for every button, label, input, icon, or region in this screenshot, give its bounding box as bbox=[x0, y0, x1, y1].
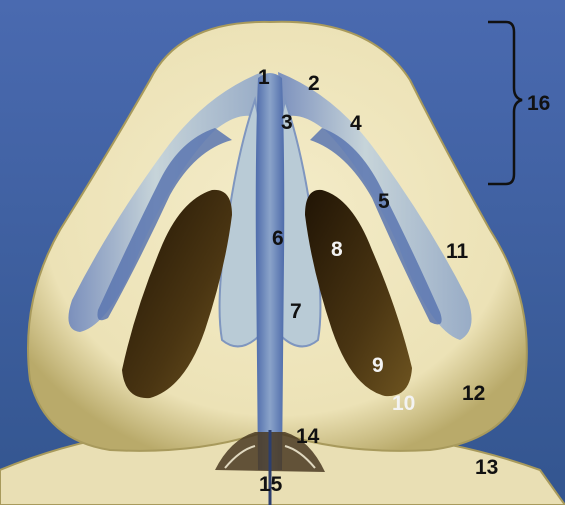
label-3: 3 bbox=[281, 111, 293, 134]
label-12: 12 bbox=[462, 382, 485, 405]
label-2: 2 bbox=[308, 72, 320, 95]
label-16: 16 bbox=[527, 92, 550, 115]
label-1: 1 bbox=[258, 66, 270, 89]
label-8: 8 bbox=[331, 238, 343, 261]
label-7: 7 bbox=[290, 300, 302, 323]
label-15: 15 bbox=[259, 473, 283, 496]
label-11: 11 bbox=[446, 240, 469, 263]
label-5: 5 bbox=[378, 190, 390, 213]
label-14: 14 bbox=[296, 425, 320, 448]
label-6: 6 bbox=[272, 227, 284, 250]
label-13: 13 bbox=[475, 456, 498, 479]
label-4: 4 bbox=[350, 112, 362, 135]
label-9: 9 bbox=[372, 354, 384, 377]
label-10: 10 bbox=[392, 392, 415, 415]
septum bbox=[256, 73, 285, 470]
